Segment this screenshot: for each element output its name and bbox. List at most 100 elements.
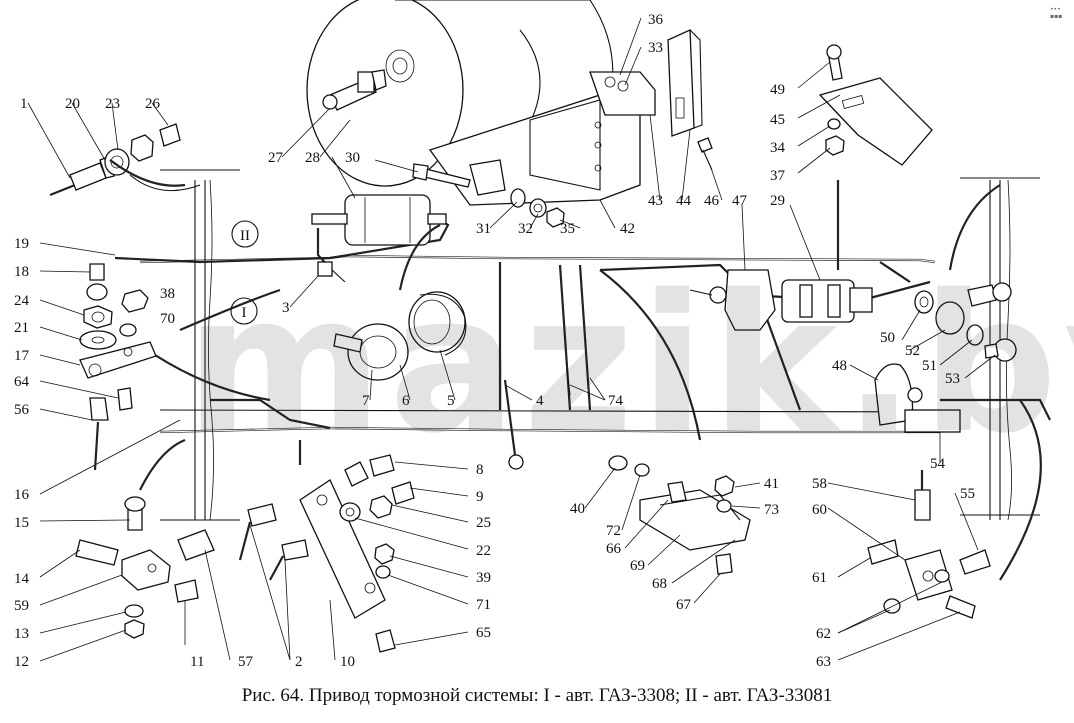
part-label-13: 13 bbox=[14, 626, 29, 642]
part-label-30: 30 bbox=[345, 150, 360, 166]
part-label-33: 33 bbox=[648, 40, 663, 56]
part-label-66: 66 bbox=[606, 541, 622, 557]
fittings-8-9-25-22-39-71 bbox=[339, 454, 415, 579]
figure-caption: Рис. 64. Привод тормозной системы: I - а… bbox=[241, 685, 833, 706]
hoses-4-74 bbox=[503, 369, 571, 470]
washers-31-32-35 bbox=[510, 188, 565, 228]
part-label-16: 16 bbox=[14, 487, 30, 503]
part-label-32: 32 bbox=[518, 221, 533, 237]
part-label-12: 12 bbox=[14, 654, 29, 670]
part-label-26: 26 bbox=[145, 96, 161, 112]
part-label-51: 51 bbox=[922, 358, 937, 374]
part-label-72: 72 bbox=[606, 523, 621, 539]
part-label-19: 19 bbox=[14, 236, 29, 252]
part-label-52: 52 bbox=[905, 343, 920, 359]
part-label-23: 23 bbox=[105, 96, 120, 112]
part-label-53: 53 bbox=[945, 371, 960, 387]
part-label-42: 42 bbox=[620, 221, 635, 237]
corner-mark: ••• ▪▪▪ bbox=[1050, 6, 1063, 20]
part-label-6: 6 bbox=[402, 393, 410, 409]
pointer-arrows bbox=[109, 159, 1042, 581]
part-label-61: 61 bbox=[812, 570, 827, 586]
part-label-1: 1 bbox=[20, 96, 28, 112]
air-tank bbox=[306, 0, 713, 206]
boot-5 bbox=[408, 291, 467, 356]
part-label-74: 74 bbox=[608, 393, 624, 409]
part-label-70: 70 bbox=[160, 311, 175, 327]
part-label-15: 15 bbox=[14, 515, 29, 531]
part-label-65: 65 bbox=[476, 625, 491, 641]
valve-48 bbox=[874, 363, 961, 433]
part-label-22: 22 bbox=[476, 543, 491, 559]
part-label-11: 11 bbox=[190, 654, 204, 670]
part-label-7: 7 bbox=[362, 393, 370, 409]
part-label-10: 10 bbox=[340, 654, 355, 670]
part-label-50: 50 bbox=[880, 330, 895, 346]
bracket-10 bbox=[299, 479, 396, 653]
part-label-17: 17 bbox=[14, 348, 30, 364]
drain-valve bbox=[322, 69, 387, 111]
part-label-8: 8 bbox=[476, 462, 484, 478]
lower-left-fittings bbox=[75, 496, 215, 639]
part-label-2: 2 bbox=[295, 654, 303, 670]
svg-text:II: II bbox=[240, 228, 250, 244]
part-label-45: 45 bbox=[770, 112, 785, 128]
part-label-31: 31 bbox=[476, 221, 491, 237]
part-label-9: 9 bbox=[476, 489, 484, 505]
part-label-38: 38 bbox=[160, 286, 175, 302]
hose-56 bbox=[89, 397, 109, 471]
regulator-29 bbox=[781, 279, 873, 323]
left-hose-detail bbox=[49, 123, 201, 197]
part-label-34: 34 bbox=[770, 140, 786, 156]
bracket-45 bbox=[818, 44, 933, 166]
part-label-69: 69 bbox=[630, 558, 645, 574]
part-label-58: 58 bbox=[812, 476, 827, 492]
part-label-49: 49 bbox=[770, 82, 785, 98]
part-label-35: 35 bbox=[560, 221, 575, 237]
part-label-59: 59 bbox=[14, 598, 29, 614]
part-label-27: 27 bbox=[268, 150, 284, 166]
part-label-47: 47 bbox=[732, 193, 748, 209]
part-label-5: 5 bbox=[447, 393, 455, 409]
part-label-29: 29 bbox=[770, 193, 785, 209]
hoses-2 bbox=[238, 503, 309, 581]
part-label-37: 37 bbox=[770, 168, 786, 184]
part-label-40: 40 bbox=[570, 501, 585, 517]
receiver-unit bbox=[311, 194, 447, 246]
left-parts-18-24-21-17 bbox=[79, 263, 157, 411]
part-label-24: 24 bbox=[14, 293, 30, 309]
watermark: mazik.by bbox=[185, 254, 1074, 475]
roman-label-i: I bbox=[230, 297, 258, 325]
brake-switch bbox=[333, 323, 409, 381]
roman-label-ii: II bbox=[231, 220, 259, 248]
part-label-18: 18 bbox=[14, 264, 29, 280]
part-label-36: 36 bbox=[648, 12, 664, 28]
long-bolt bbox=[412, 163, 471, 188]
part-label-4: 4 bbox=[536, 393, 544, 409]
part-label-64: 64 bbox=[14, 374, 30, 390]
part-label-43: 43 bbox=[648, 193, 663, 209]
part-label-48: 48 bbox=[832, 358, 847, 374]
part-label-46: 46 bbox=[704, 193, 720, 209]
part-label-55: 55 bbox=[960, 486, 975, 502]
part-label-54: 54 bbox=[930, 456, 946, 472]
part-label-67: 67 bbox=[676, 597, 692, 613]
part-label-41: 41 bbox=[764, 476, 779, 492]
svg-text:I: I bbox=[242, 305, 247, 321]
tee-fitting bbox=[317, 261, 346, 283]
part-label-60: 60 bbox=[812, 502, 827, 518]
part-label-25: 25 bbox=[476, 515, 491, 531]
part-label-62: 62 bbox=[816, 626, 831, 642]
lower-right-fittings bbox=[867, 470, 991, 619]
part-label-56: 56 bbox=[14, 402, 30, 418]
part-label-14: 14 bbox=[14, 571, 30, 587]
part-label-73: 73 bbox=[764, 502, 779, 518]
part-label-39: 39 bbox=[476, 570, 491, 586]
part-label-3: 3 bbox=[282, 300, 290, 316]
bracket-66-69-68 bbox=[608, 455, 751, 575]
fittings-50-52-51 bbox=[914, 282, 1017, 362]
part-label-71: 71 bbox=[476, 597, 491, 613]
